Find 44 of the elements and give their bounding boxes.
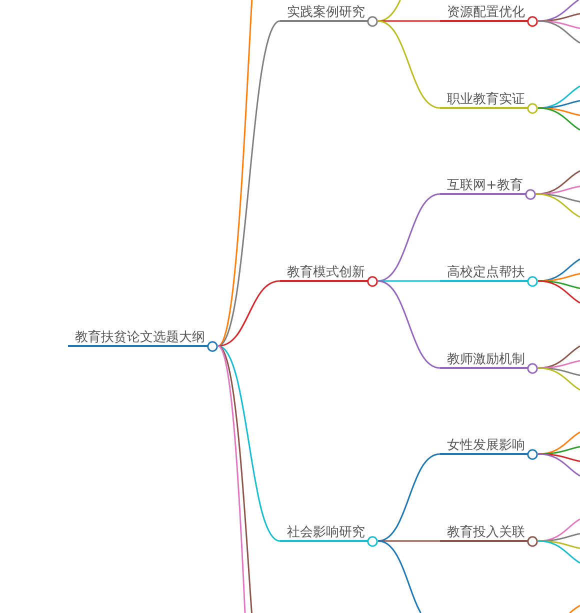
topic-label: 社会影响研究 (286, 524, 366, 540)
branch-line (538, 540, 580, 564)
topic-label: 资源配置优化 (446, 4, 526, 20)
branch-line (218, 280, 280, 347)
branch-line (538, 107, 580, 131)
topic-label: 教师激励机制 (446, 352, 526, 366)
branch-line (378, 0, 401, 22)
branch-line (218, 0, 253, 347)
topic-label: 教育投入关联 (446, 524, 526, 540)
branch-line (538, 532, 580, 542)
branch-line (218, 345, 252, 613)
branch-line (218, 345, 246, 613)
topic-label: 实践案例研究 (286, 4, 366, 20)
branch-line (538, 12, 580, 22)
branch-line (378, 193, 440, 282)
branch-line (538, 453, 580, 477)
topic-label: 女性发展影响 (446, 438, 526, 452)
branch-line (538, 431, 580, 455)
branch-line (378, 280, 440, 369)
branch-line (378, 20, 440, 109)
branch-line (218, 20, 280, 347)
topic-label: 职业教育实证 (446, 92, 526, 106)
topic-label: 教育模式创新 (286, 264, 366, 280)
branch-line (536, 193, 580, 218)
branch-line (538, 446, 580, 455)
branch-line (538, 518, 580, 542)
branch-line (538, 0, 580, 22)
branch-line (538, 367, 580, 391)
branch-line (538, 272, 580, 282)
branch-line (538, 258, 580, 282)
branch-line (218, 345, 280, 542)
branch-line (538, 20, 580, 44)
branch-line (538, 85, 580, 109)
branch-line (378, 453, 440, 542)
branch-line (538, 360, 580, 369)
topic-label: 互联网+教育 (446, 178, 524, 192)
topic-label: 教育扶贫论文选题大纲 (74, 330, 206, 344)
branch-line (538, 100, 580, 109)
topic-label: 高校定点帮扶 (446, 264, 526, 280)
branch-line (536, 170, 580, 195)
branch-line (378, 540, 422, 613)
branch-line (538, 345, 580, 369)
branch-line (536, 186, 580, 195)
branch-line (538, 280, 580, 304)
